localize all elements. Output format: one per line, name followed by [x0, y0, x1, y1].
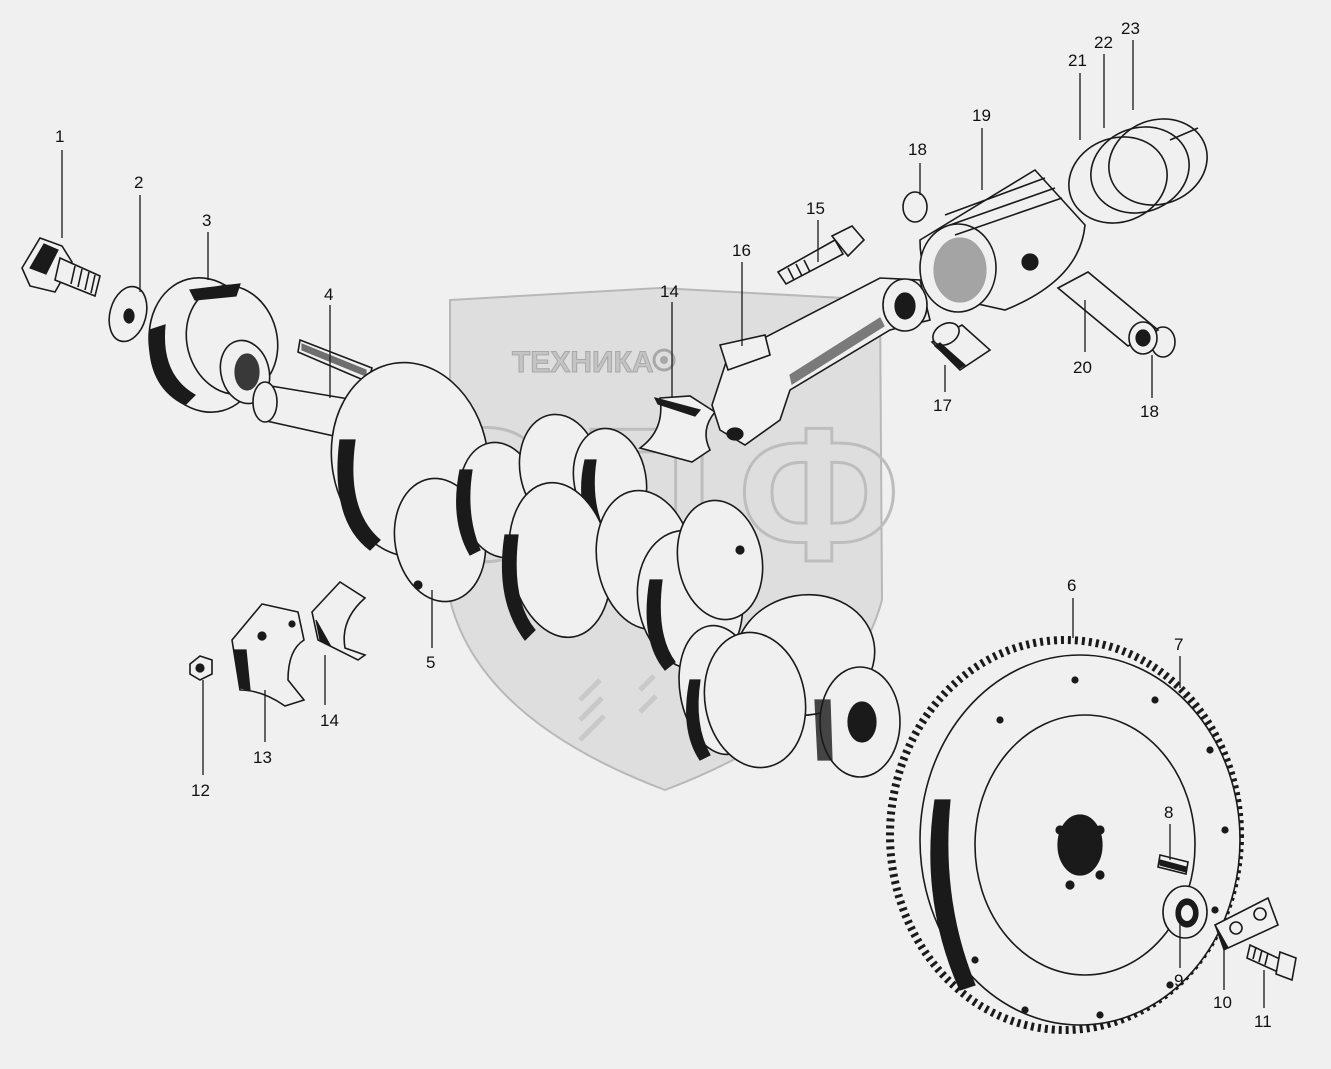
gear-icon: [652, 348, 676, 372]
callout-11: 11: [1254, 1012, 1272, 1031]
callout-14-upper: 14: [660, 282, 679, 301]
part-3-pulley: [148, 276, 279, 414]
callout-14-lower: 14: [320, 711, 339, 730]
callout-19: 19: [972, 106, 991, 125]
part-5-crankshaft: [252, 361, 901, 778]
callout-7: 7: [1174, 635, 1183, 654]
callout-2: 2: [134, 173, 143, 192]
callout-5: 5: [426, 653, 435, 672]
part-17-bushing: [930, 322, 992, 372]
callout-12: 12: [191, 781, 210, 800]
part-13-main-bearing-cap: [231, 603, 306, 707]
callout-18-lower: 18: [1140, 402, 1159, 421]
part-11-flywheel-bolt: [1246, 943, 1297, 982]
callout-4: 4: [324, 285, 333, 304]
part-22-compression-ring: [1090, 126, 1190, 214]
part-14-bearing-shell-upper: [638, 395, 717, 463]
part-16-connecting-rod: [711, 277, 931, 446]
part-18-circlip-left: [902, 191, 928, 223]
callout-10: 10: [1213, 993, 1232, 1012]
part-10-lock-plate: [1213, 896, 1280, 951]
callout-labels: 1 2 3 4 5 6 7 8 9 10 11 12 13 14 14 15 1…: [55, 19, 1272, 1031]
watermark-brand-text: ТЕХНИКА: [512, 346, 654, 379]
callout-9: 9: [1174, 971, 1183, 990]
callout-20: 20: [1073, 358, 1092, 377]
callout-6: 6: [1067, 576, 1076, 595]
callout-21: 21: [1068, 51, 1087, 70]
callout-22: 22: [1094, 33, 1113, 52]
callout-1: 1: [55, 127, 64, 146]
callout-13: 13: [253, 748, 272, 767]
part-7-flywheel: [919, 654, 1241, 1026]
part-20-piston-pin: [1056, 271, 1160, 355]
callout-16: 16: [732, 241, 751, 260]
part-9-bearing: [1162, 885, 1208, 939]
part-1-crank-bolt: [21, 237, 101, 298]
part-2-washer: [108, 285, 148, 343]
part-15-rod-bolt: [776, 225, 866, 286]
part-19-piston: [919, 168, 1086, 313]
callout-23: 23: [1121, 19, 1140, 38]
part-4-key: [297, 338, 373, 384]
part-23-compression-ring: [1108, 118, 1208, 206]
callout-8: 8: [1164, 803, 1173, 822]
leader-lines: [61, 40, 1265, 1008]
part-21-oil-ring: [1068, 136, 1168, 224]
part-8-dowel-pin: [1157, 854, 1189, 875]
callout-3: 3: [202, 211, 211, 230]
part-12-nut: [189, 655, 213, 681]
part-14-bearing-shell-lower: [311, 580, 367, 661]
callout-18-upper: 18: [908, 140, 927, 159]
callout-15: 15: [806, 199, 825, 218]
callout-17: 17: [933, 396, 952, 415]
